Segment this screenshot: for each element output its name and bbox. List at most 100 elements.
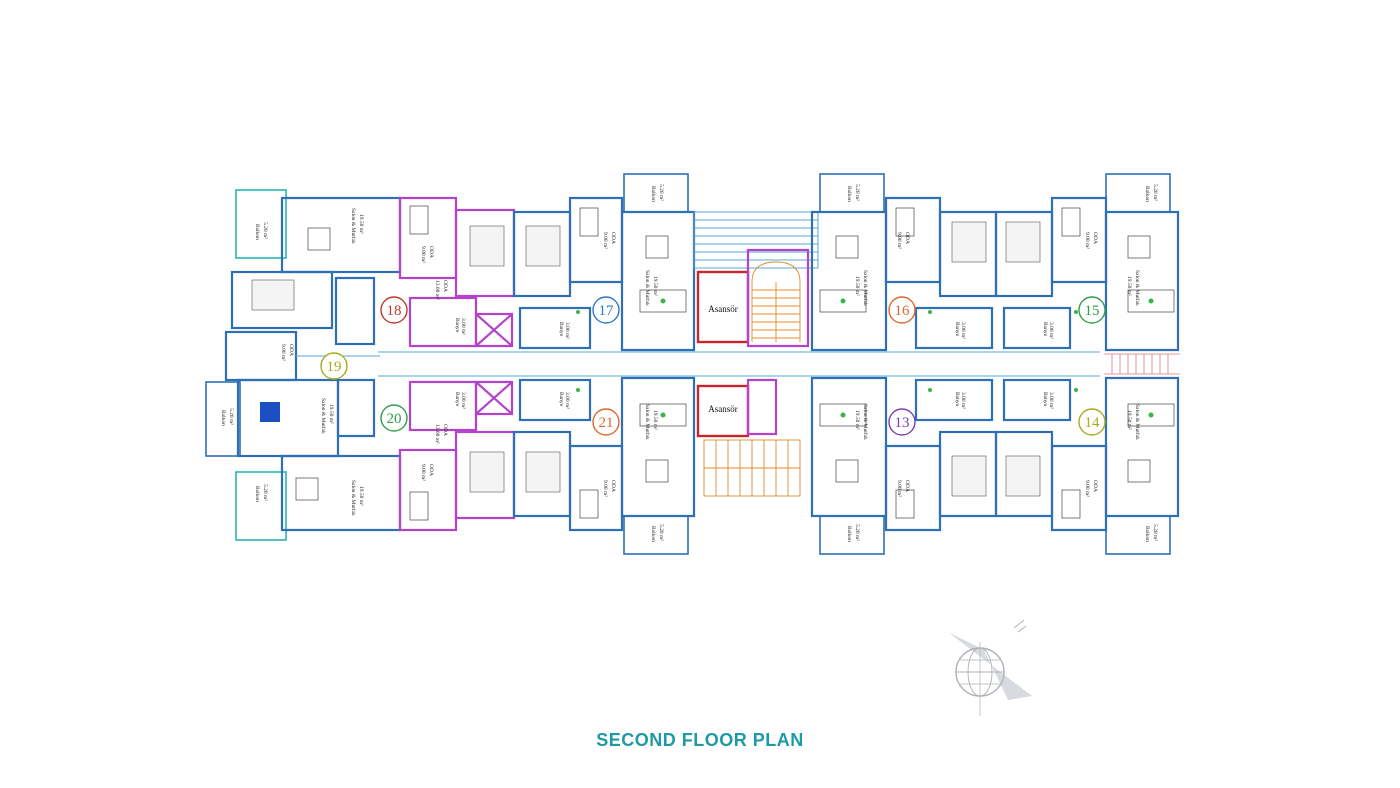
room-label: 9.00 m² — [1084, 232, 1090, 249]
room-label: Salon & Mutfak — [862, 404, 869, 440]
room-label: 13.00 m² — [434, 424, 440, 444]
stairwell-top — [751, 261, 801, 342]
room-label: Balkon — [846, 526, 852, 542]
room-label: ODA — [1092, 232, 1098, 244]
room-label: 19.50 m² — [652, 410, 658, 430]
shaft-core-top — [746, 248, 810, 348]
apt-17-ring — [592, 296, 620, 324]
compass-icon — [948, 619, 1032, 716]
apt-marker-15: 15 — [1078, 296, 1106, 324]
room-label: ODA — [610, 232, 616, 244]
apt-14-number: 14 — [1085, 415, 1101, 431]
page-title: SECOND FLOOR PLAN — [596, 730, 804, 750]
apt-13-ring — [888, 408, 916, 436]
balcony-bottom-left — [235, 471, 287, 541]
room-label: Salon & Mutfak — [320, 398, 327, 434]
apt-14-ring — [1078, 408, 1106, 436]
room-label: 9.00 m² — [602, 232, 608, 249]
room-label: 3.00 m² — [1048, 392, 1054, 409]
red-steps-right — [1104, 353, 1180, 375]
room-label: Balkon — [846, 186, 852, 202]
room-label: Salon & Mutfak — [862, 270, 869, 306]
room-label: 9.00 m² — [420, 464, 426, 481]
elevator-bottom-label: Asansör — [708, 404, 738, 414]
room-label: ODA — [1092, 480, 1098, 492]
room-label: Salon & Mutfak — [644, 270, 651, 306]
room-label: 19.50 m² — [358, 214, 364, 234]
room-label: Salon & Mutfak — [350, 480, 357, 516]
shaft-left-top — [474, 312, 514, 348]
apt-marker-19: 19 — [320, 352, 348, 380]
room-label: Balkon — [650, 186, 656, 202]
room-label: 19.50 m² — [1126, 276, 1132, 296]
room-label: 19.50 m² — [358, 486, 364, 506]
room-label: 9.00 m² — [280, 344, 286, 361]
room-label: 5.20 m² — [854, 184, 860, 201]
unit-19-bedroom — [230, 270, 334, 330]
room-label: 5.20 m² — [228, 408, 234, 425]
room-label: 3.00 m² — [460, 318, 466, 335]
room-label: Banyo — [558, 392, 564, 407]
room-label: 5.20 m² — [854, 524, 860, 541]
room-label: 5.20 m² — [658, 184, 664, 201]
unit-18-salon — [280, 196, 402, 274]
apt-marker-13: 13 — [888, 408, 916, 436]
apt-17-number: 17 — [599, 303, 615, 319]
room-label: 5.20 m² — [1152, 524, 1158, 541]
unit-21-salon — [620, 376, 696, 518]
room-label: 19.50 m² — [854, 410, 860, 430]
room-label: ODA — [428, 464, 434, 476]
room-label: 19.50 m² — [652, 276, 658, 296]
apt-marker-20: 20 — [380, 404, 408, 432]
room-label: 9.00 m² — [896, 232, 902, 249]
room-label: ODA — [904, 480, 910, 492]
room-label: 3.00 m² — [960, 322, 966, 339]
room-label: ODA — [442, 280, 448, 292]
centre-left-wing — [378, 173, 1100, 555]
room-label: ODA — [904, 232, 910, 244]
room-label: 19.50 m² — [854, 276, 860, 296]
balcony-mid-left — [205, 381, 241, 457]
room-label: Banyo — [1042, 392, 1048, 407]
room-label: ODA — [442, 424, 448, 436]
room-label: 19.50 m² — [328, 404, 334, 424]
apt-16-number: 16 — [895, 303, 911, 319]
unit-16-salon — [810, 210, 888, 352]
unit-14-salon — [1104, 376, 1180, 518]
balcony-top-left — [235, 189, 287, 259]
unit-13-salon — [810, 376, 888, 518]
unit-21-bath — [518, 378, 592, 422]
right-wing — [994, 173, 1180, 555]
unit-19-bath — [334, 276, 376, 346]
room-label: ODA — [288, 344, 294, 356]
unit-19-kitchen — [336, 378, 376, 438]
room-label: Balkon — [1144, 186, 1150, 202]
room-label: Salon & Mutfak — [1134, 404, 1141, 440]
apt-marker-18: 18 — [380, 296, 408, 324]
apartment-numbers: 18 17 16 15 19 20 21 13 — [320, 296, 1106, 436]
balcony-14 — [1105, 515, 1171, 555]
room-label: Balkon — [220, 410, 226, 426]
room-label: Salon & Mutfak — [350, 208, 357, 244]
shaft-core-bottom — [746, 378, 778, 436]
room-label: 3.00 m² — [460, 392, 466, 409]
room-label: 3.00 m² — [1048, 322, 1054, 339]
room-label: Balkon — [650, 526, 656, 542]
unit-13-oda — [884, 444, 942, 532]
unit-17-salon — [620, 210, 696, 352]
unit-20-salon — [280, 454, 402, 532]
apt-21-number: 21 — [599, 415, 614, 431]
apt-19-ring — [320, 352, 348, 380]
apt-21-ring — [592, 408, 620, 436]
room-label: 13.00 m² — [434, 280, 440, 300]
room-label: Balkon — [254, 224, 260, 240]
room-label: 5.20 m² — [658, 524, 664, 541]
apt-16-ring — [888, 296, 916, 324]
room-label: Banyo — [954, 322, 960, 337]
room-label: Banyo — [1042, 322, 1048, 337]
room-label: 9.00 m² — [420, 246, 426, 263]
apt-18-ring — [380, 296, 408, 324]
core: Asansör Asansör — [693, 211, 819, 497]
apt-20-ring — [380, 404, 408, 432]
